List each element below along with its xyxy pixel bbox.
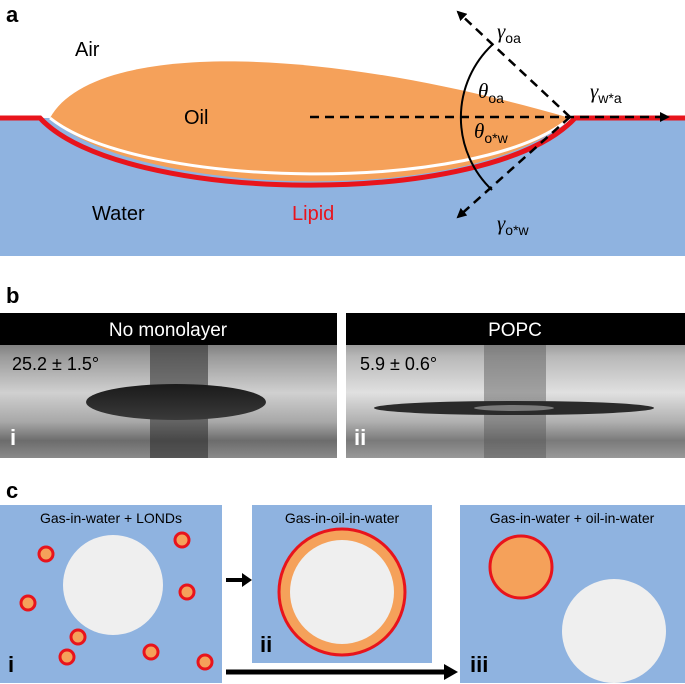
title-no-monolayer: No monolayer — [109, 320, 228, 341]
oil-water-interface — [49, 116, 571, 176]
image-popc: POPC 5.9 ± 0.6° ii — [346, 313, 685, 458]
gas-core — [290, 540, 394, 644]
box-gas-in-water-oil-in-water: Gas-in-water + oil-in-water iii — [460, 505, 685, 683]
panel-b-label: b — [6, 283, 19, 308]
lipid-label: Lipid — [292, 203, 334, 225]
box1-title: Gas-in-water + LONDs — [40, 510, 182, 526]
gamma-oa-arrow — [456, 10, 571, 118]
panel-c-label: c — [6, 478, 18, 503]
lond-droplet — [58, 648, 76, 666]
numeral-left: i — [10, 425, 16, 450]
lond-droplet — [173, 531, 191, 549]
angle-left: 25.2 ± 1.5° — [12, 354, 99, 374]
gamma-oa-label: γoa — [497, 19, 521, 46]
box2-numeral: ii — [260, 632, 272, 657]
panel-a: a Air Oil Water Lipid γoa γw*a γo*w θoa … — [0, 2, 685, 256]
box1-numeral: i — [8, 652, 14, 677]
gamma-wa-label: γw*a — [590, 79, 622, 106]
lond-droplet — [196, 653, 214, 671]
oil-label: Oil — [184, 107, 208, 129]
theta-ow-label: θo*w — [474, 119, 509, 146]
lond-droplet — [142, 643, 160, 661]
panel-b: b No monolayer 25.2 ± 1.5° i POPC 5.9 ± … — [0, 283, 685, 458]
image-no-monolayer: No monolayer 25.2 ± 1.5° i — [0, 313, 337, 458]
box3-numeral: iii — [470, 652, 488, 677]
panel-a-label: a — [6, 2, 19, 27]
lond-droplet — [178, 583, 196, 601]
air-label: Air — [75, 39, 100, 61]
droplet-left — [86, 384, 266, 420]
box-gas-in-oil-in-water: Gas-in-oil-in-water ii — [252, 505, 432, 663]
water-label: Water — [92, 203, 145, 225]
gas-bubble-free — [562, 579, 666, 683]
arrow-i-to-ii-head — [242, 573, 252, 587]
gamma-ow-arrow — [456, 116, 571, 219]
lipid-monolayer — [0, 115, 685, 188]
box-gas-in-water-londs: Gas-in-water + LONDs i — [0, 505, 222, 683]
box3-title: Gas-in-water + oil-in-water — [490, 510, 655, 526]
oil-lens — [50, 61, 570, 182]
title-popc: POPC — [488, 320, 542, 341]
contact-angle-arc — [459, 44, 493, 191]
lond-droplet — [19, 594, 37, 612]
oil-droplet — [488, 534, 554, 600]
numeral-right: ii — [354, 425, 366, 450]
gas-bubble — [63, 535, 163, 635]
gamma-ow-label: γo*w — [497, 211, 530, 238]
panel-c: c Gas-in-water + LONDs i Gas-in-oil-in-w… — [0, 478, 685, 683]
title-bar-right — [346, 313, 685, 345]
lond-droplet — [69, 628, 87, 646]
arrow-i-to-iii-head — [444, 664, 458, 680]
box2-title: Gas-in-oil-in-water — [285, 510, 400, 526]
angle-right: 5.9 ± 0.6° — [360, 354, 437, 374]
lond-droplet — [37, 545, 55, 563]
theta-oa-label: θoa — [478, 79, 504, 106]
title-bar-left — [0, 313, 337, 345]
